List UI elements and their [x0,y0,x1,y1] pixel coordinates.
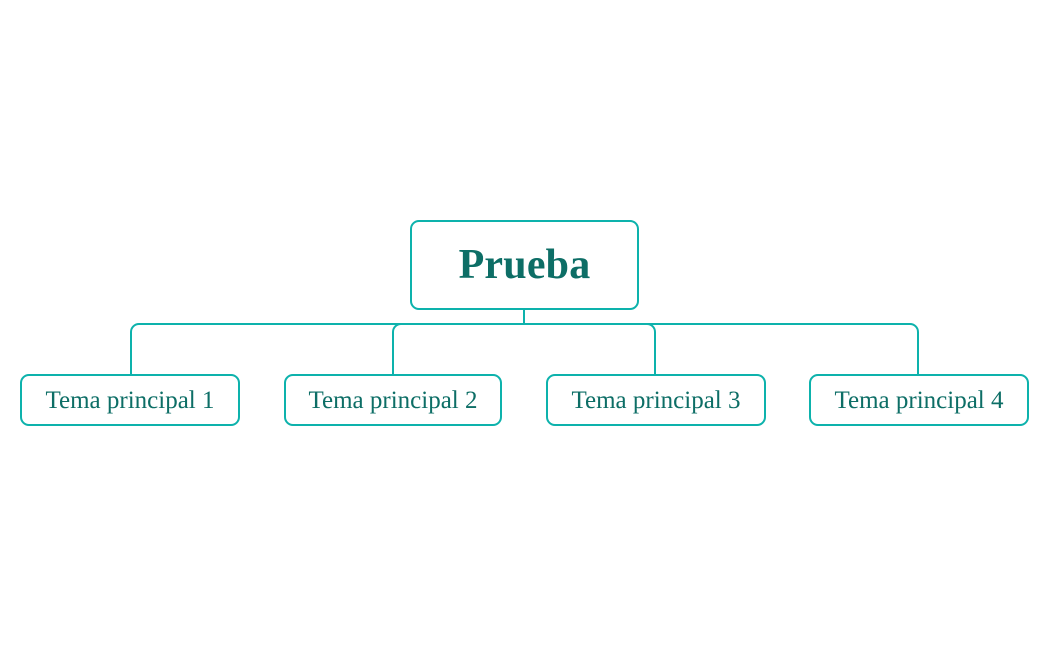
mindmap-child-node-1[interactable]: Tema principal 1 [20,374,240,426]
mindmap-child-node-1-label: Tema principal 1 [45,386,215,414]
mindmap-child-node-3[interactable]: Tema principal 3 [546,374,766,426]
mindmap-child-node-2[interactable]: Tema principal 2 [284,374,502,426]
mindmap-root-node[interactable]: Prueba [410,220,639,310]
mindmap-child-node-4[interactable]: Tema principal 4 [809,374,1029,426]
mindmap-root-node-label: Prueba [458,242,591,288]
mindmap-child-node-4-label: Tema principal 4 [834,386,1004,414]
connector-branch-2 [392,323,402,374]
mindmap-child-node-3-label: Tema principal 3 [571,386,741,414]
mindmap-child-node-2-label: Tema principal 2 [308,386,478,414]
connector-branch-1 [130,323,140,374]
connector-branch-4 [909,323,919,374]
connector-branch-3 [646,323,656,374]
